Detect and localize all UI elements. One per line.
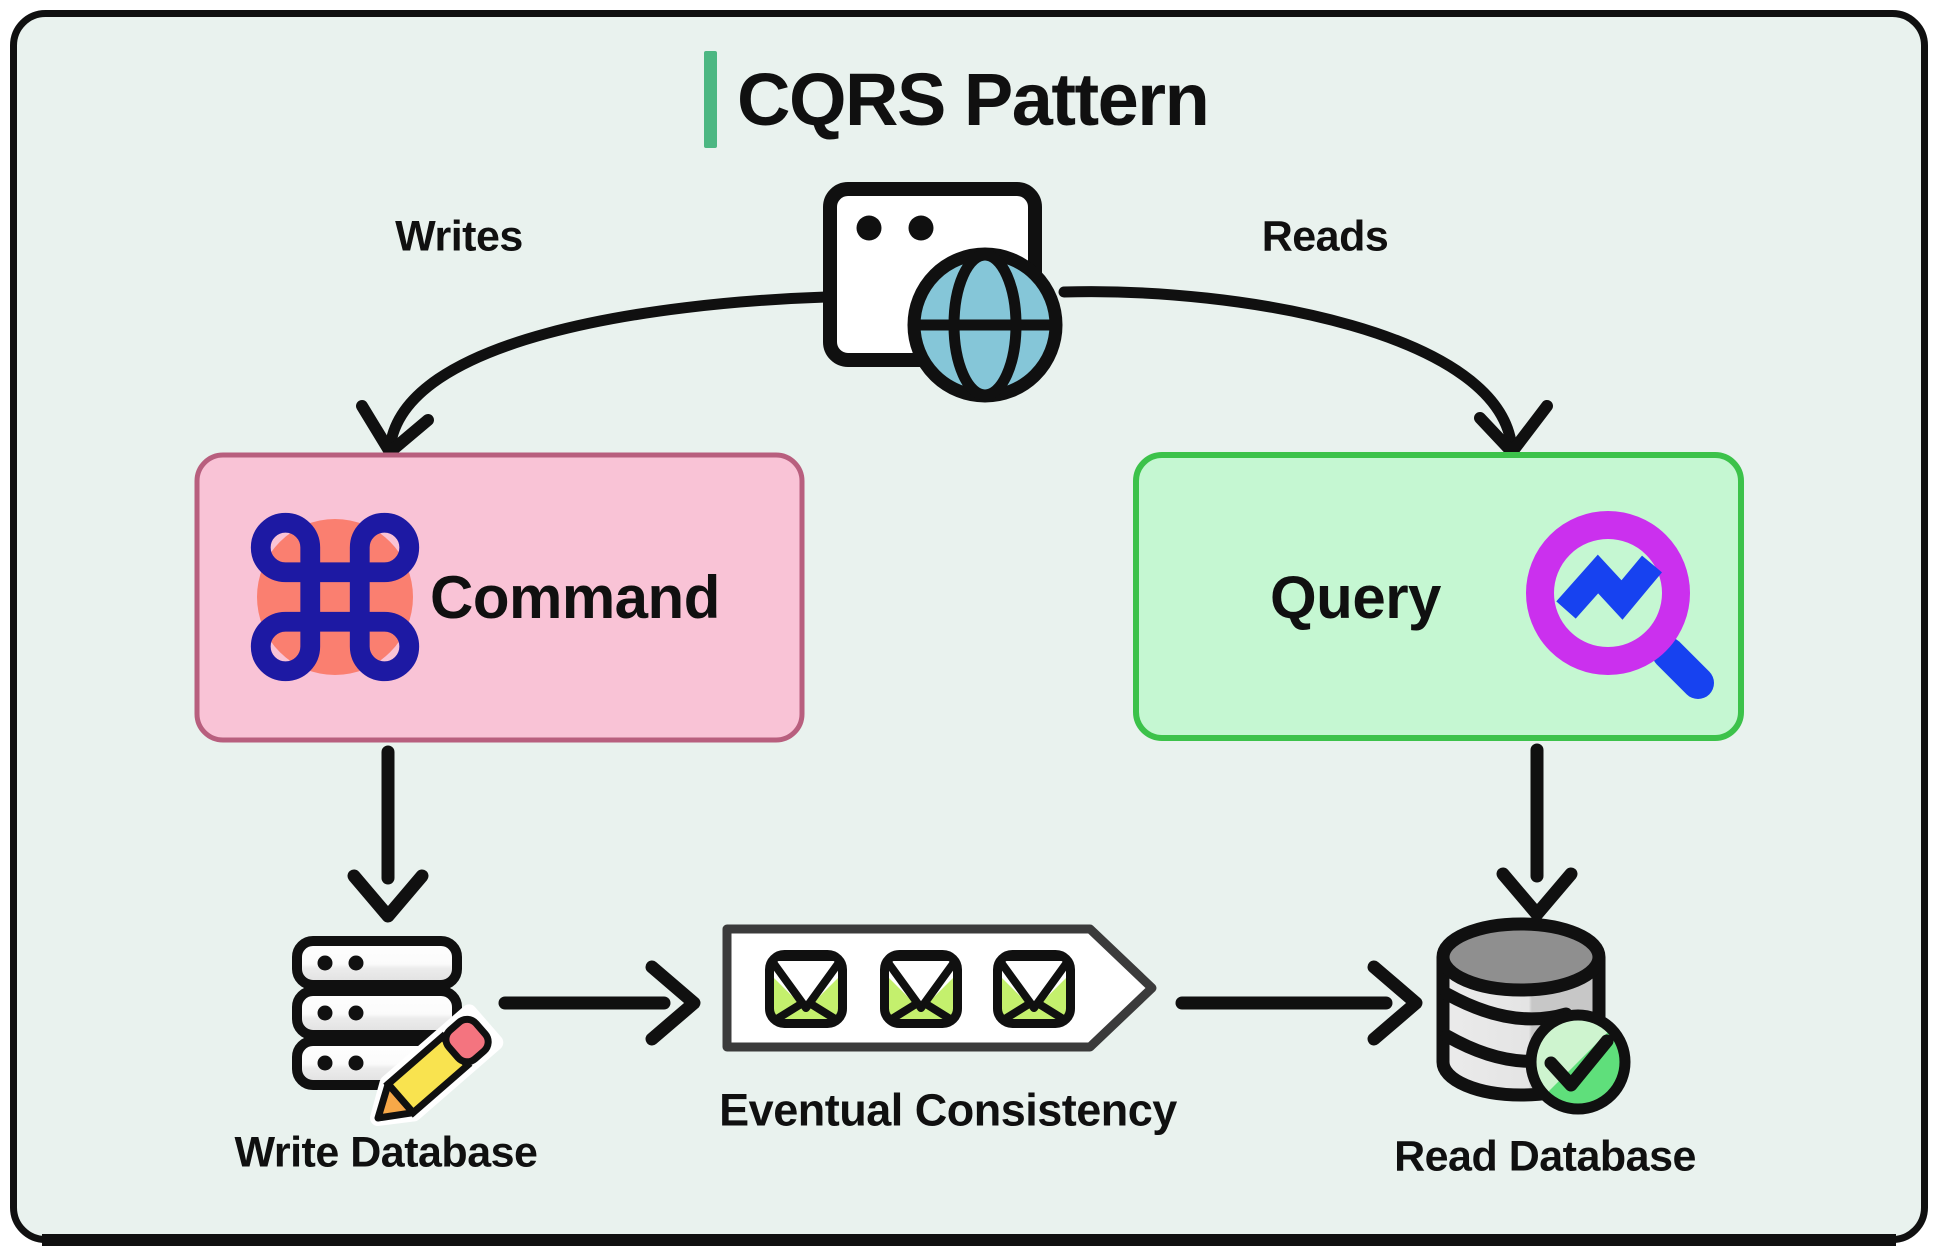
envelope-icon xyxy=(765,950,847,1028)
command-to-writedb-arrow xyxy=(347,745,429,923)
eventual-consistency-label: Eventual Consistency xyxy=(719,1084,1177,1136)
title-accent-bar xyxy=(704,51,717,148)
browser-globe-icon xyxy=(823,182,1063,403)
writes-arrow xyxy=(356,291,832,458)
envelope-icon xyxy=(880,950,962,1028)
database-check-icon xyxy=(1436,917,1631,1115)
page-title: CQRS Pattern xyxy=(737,58,1210,141)
command-icon-badge xyxy=(257,519,413,675)
query-box-label: Query xyxy=(1270,564,1441,631)
pencil-icon xyxy=(370,1004,504,1126)
command-box-label: Command xyxy=(430,564,720,631)
write-database-label: Write Database xyxy=(234,1128,538,1177)
magnifier-handle xyxy=(1652,637,1714,699)
writedb-to-queue-arrow xyxy=(498,960,701,1046)
reads-edge-label: Reads xyxy=(1261,212,1389,261)
browser-dot xyxy=(908,215,934,241)
browser-dot xyxy=(856,215,882,241)
server-stack-pencil-icon xyxy=(292,936,504,1126)
magnifier-ring xyxy=(1526,511,1690,675)
database-top xyxy=(1436,917,1606,997)
bottom-border-band xyxy=(42,1234,1896,1246)
envelope-queue-icon xyxy=(722,924,1157,1052)
writes-edge-label: Writes xyxy=(395,212,523,261)
command-key-icon xyxy=(250,512,420,682)
magnifier-trend-icon xyxy=(1526,511,1714,699)
pencil-eraser xyxy=(442,1015,492,1066)
query-to-readdb-arrow xyxy=(1496,743,1578,921)
check-mark xyxy=(1544,1034,1614,1092)
queue-to-readdb-arrow xyxy=(1175,960,1423,1046)
server-leds xyxy=(317,955,364,1071)
envelope-icon xyxy=(993,950,1075,1028)
read-database-label: Read Database xyxy=(1394,1132,1696,1181)
trend-zigzag xyxy=(1556,554,1662,620)
